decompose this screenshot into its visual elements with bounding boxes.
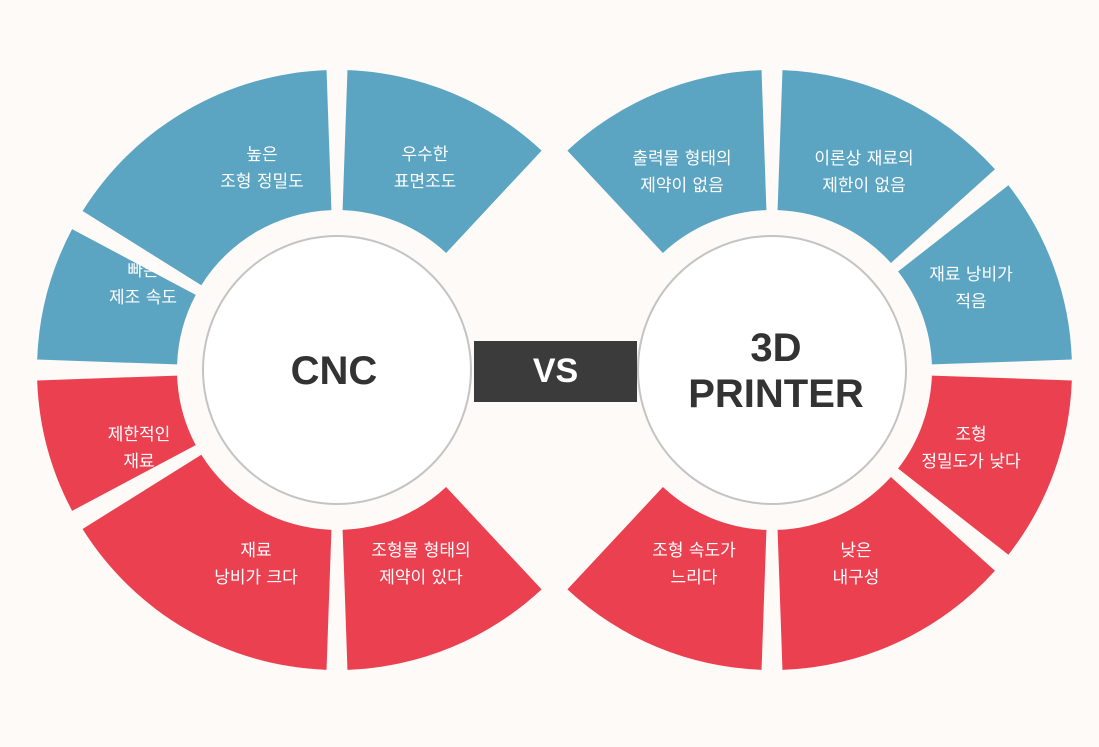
right-ring-segment xyxy=(777,70,995,263)
left-segment-label: 재료 낭비가 크다 xyxy=(214,541,298,588)
vs-bar: VS xyxy=(474,341,637,402)
vs-label: VS xyxy=(532,352,579,390)
left-center-circle xyxy=(202,235,472,505)
right-ring-segment xyxy=(567,70,767,253)
right-center-circle xyxy=(637,235,907,505)
left-ring-segment xyxy=(342,487,542,670)
right-ring-segment xyxy=(777,477,995,670)
left-ring-segment xyxy=(37,375,196,511)
left-segment-label: 제한적인 재료 xyxy=(107,425,171,472)
right-segment-label: 재료 낭비가 적음 xyxy=(929,265,1013,312)
right-ring-segment xyxy=(898,375,1072,555)
right-segment-label: 조형 속도가 느리다 xyxy=(652,541,736,588)
left-ring-segment xyxy=(82,454,332,670)
right-segment-label: 조형 정밀도가 낮다 xyxy=(921,425,1021,472)
right-ring-segment xyxy=(898,185,1072,365)
3d-printer-title: 3D PRINTER xyxy=(688,326,864,416)
left-segment-label: 조형물 형태의 제약이 있다 xyxy=(371,541,471,588)
right-segment-label: 이론상 재료의 제한이 없음 xyxy=(814,149,914,196)
right-ring-segment xyxy=(567,487,767,670)
left-segment-label: 우수한 표면조도 xyxy=(393,145,457,192)
left-ring-segment xyxy=(82,70,332,286)
right-segment-label: 낮은 내구성 xyxy=(832,541,880,588)
left-ring-segment xyxy=(342,70,542,253)
left-segment-label: 높은 조형 정밀도 xyxy=(220,145,304,192)
left-segment-label: 빠른 제조 속도 xyxy=(109,261,177,308)
right-segment-label: 출력물 형태의 제약이 없음 xyxy=(632,149,732,196)
left-ring-segment xyxy=(37,229,196,365)
cnc-title: CNC xyxy=(290,349,378,393)
